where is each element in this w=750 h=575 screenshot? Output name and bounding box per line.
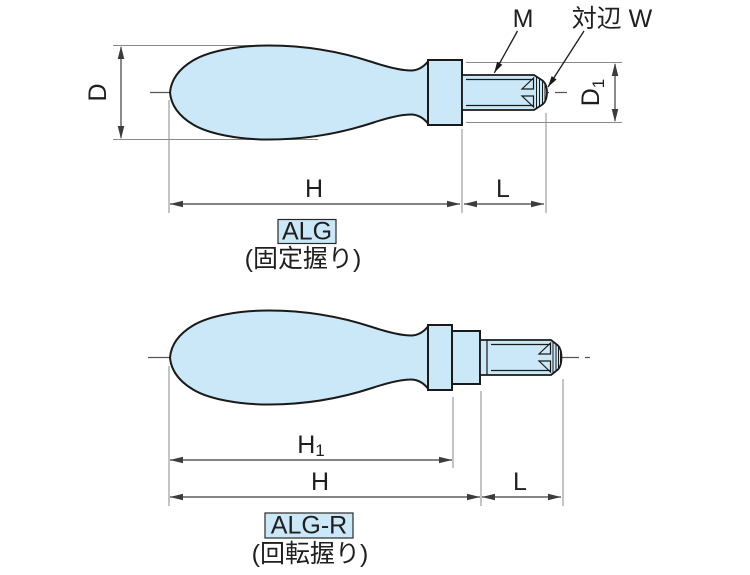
model-code: ALG-R [271,512,347,540]
thread-runout-marks [520,76,535,109]
label-D: D [84,83,112,101]
label-H: H [305,175,323,203]
arrowhead-left-icon [464,200,477,208]
arrowhead-right-icon [467,493,480,501]
leader-arrowhead-icon [548,76,557,87]
extension-lines [168,366,564,506]
label-H1: H1 [297,431,325,460]
arrowhead-right-icon [548,493,561,501]
grip-type-caption: (固定握り) [245,245,362,273]
arrowhead-left-icon [170,493,183,501]
dimension-H: H [170,468,480,501]
label-M: M [513,5,534,33]
grip-type-caption: (回転握り) [252,540,369,568]
collar [427,59,463,126]
dimension-L: L [482,468,561,501]
arrowhead-down-icon [117,126,125,139]
code-box [277,218,337,245]
leader-W: 対辺 W [547,5,653,88]
dimension-H1: H1 [170,431,452,464]
threaded-stud [479,339,563,376]
rotating-sleeve [451,330,481,385]
label-D1: D1 [577,79,608,107]
grip-body [169,309,429,406]
arrowhead-right-icon [439,456,452,464]
thread-lines [466,78,534,107]
alg-drawing: D M 対辺 W D1 H [84,5,653,273]
arrowhead-up-icon [117,46,125,59]
grip-body [169,44,429,141]
label-W: 対辺 W [572,5,653,33]
collar [427,324,453,391]
threaded-stud [461,74,548,111]
thread-lines [486,340,551,375]
leader-M: M [493,5,534,74]
alg-r-drawing: H1 H L ALG-R (回転握り) [148,309,590,568]
wrench-flat-hatch [552,342,561,373]
code-box [264,512,354,539]
arrowhead-left-icon [170,200,183,208]
arrowhead-left-icon [170,456,183,464]
leader-arrowhead-icon [494,61,503,73]
arrowhead-right-icon [531,200,544,208]
arrowhead-right-icon [447,200,460,208]
arrowhead-down-icon [611,109,619,122]
arrowhead-left-icon [482,493,495,501]
label-H: H [311,468,329,496]
thread-runout-marks [537,341,552,374]
dimension-D1: D1 [577,63,619,122]
label-L: L [496,175,510,203]
arrowhead-up-icon [611,63,619,76]
dimension-H: H [170,175,460,208]
dimension-L: L [464,175,544,208]
label-L: L [513,468,527,496]
dimension-D: D [84,46,125,139]
model-code: ALG [282,218,332,246]
wrench-flat-hatch [536,77,546,108]
